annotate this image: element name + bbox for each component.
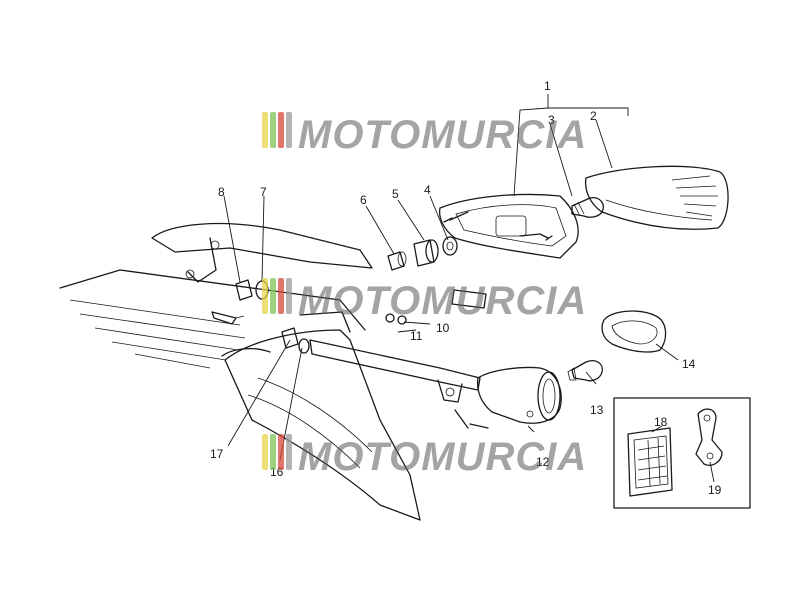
grommet-5 [413, 239, 439, 267]
callout-10: 10 [436, 321, 450, 335]
rubber-pad-10 [451, 289, 487, 309]
callout-11: 11 [410, 329, 423, 343]
callout-12: 12 [536, 455, 550, 469]
nut-8 [235, 279, 253, 301]
callout-7: 7 [260, 185, 267, 199]
tail-light-bulb [571, 197, 604, 218]
callout-2: 2 [590, 109, 597, 123]
callout-1: 1 [544, 79, 551, 93]
spacer-6 [387, 251, 407, 271]
callout-17: 17 [210, 447, 224, 461]
watermark-stripe-gray [286, 434, 292, 470]
watermark-stripe-green [270, 434, 276, 470]
watermark-stripe-yellow [262, 434, 268, 470]
callout-8: 8 [218, 185, 225, 199]
tail-light-housing [438, 193, 579, 259]
callout-19: 19 [708, 483, 722, 497]
washer-17 [298, 338, 310, 354]
callout-14: 14 [682, 357, 696, 371]
watermark-stripe-gray [286, 112, 292, 148]
callout-13: 13 [590, 403, 604, 417]
indicator-lens [601, 310, 667, 353]
grommet-4 [442, 236, 458, 256]
callout-6: 6 [360, 193, 367, 207]
watermark-text: MOTOMURCIA [298, 279, 587, 323]
watermark-stripe-green [270, 112, 276, 148]
watermark-stripe-red [278, 434, 284, 470]
callout-4: 4 [424, 183, 431, 197]
watermark-stripe-green [270, 278, 276, 314]
callout-5: 5 [392, 187, 399, 201]
callout-18: 18 [654, 415, 668, 429]
turn-indicator-left [476, 366, 562, 424]
watermark-text: MOTOMURCIA [298, 435, 587, 479]
callout-3: 3 [548, 113, 555, 127]
tail-light-lens [584, 165, 729, 230]
watermark-logo-bottom: MOTOMURCIA [262, 434, 587, 479]
watermark-text: MOTOMURCIA [298, 113, 587, 157]
watermark-stripe-yellow [262, 112, 268, 148]
connector-clip [211, 311, 245, 325]
watermark-logo-top: MOTOMURCIA [262, 112, 587, 157]
watermark-stripe-red [278, 112, 284, 148]
watermark-stripe-gray [286, 278, 292, 314]
watermark-logo-middle: MOTOMURCIA [262, 278, 587, 323]
watermark-stripe-red [278, 278, 284, 314]
indicator-bracket [309, 339, 489, 429]
callout-numbers: 1 2 3 4 5 6 7 8 10 11 12 13 14 16 17 18 … [210, 79, 722, 497]
reflector-inset [613, 397, 751, 509]
watermark-stripe-yellow [262, 278, 268, 314]
screw-11 [385, 313, 407, 325]
indicator-bulb [567, 360, 603, 382]
nut-16 [281, 327, 299, 349]
